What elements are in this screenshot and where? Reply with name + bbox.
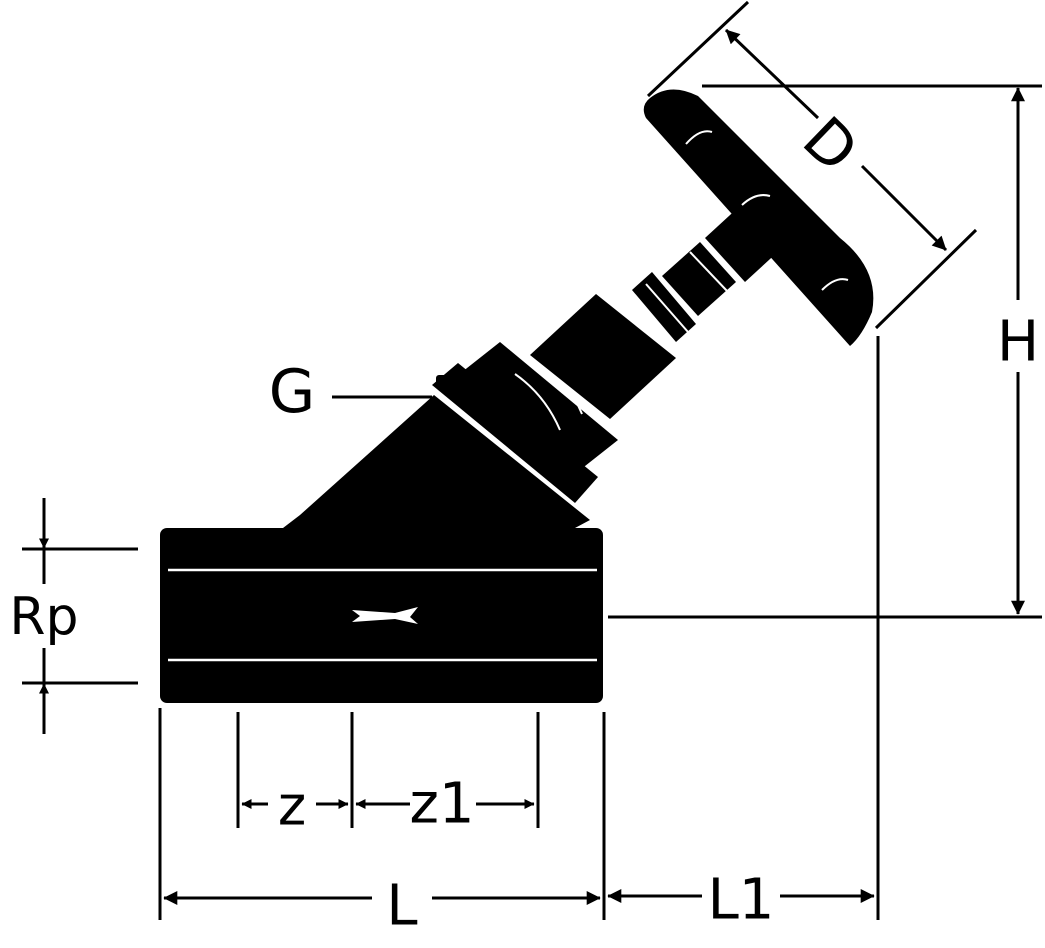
dim-d-extension-upper: [646, 0, 750, 98]
valve-bonnet: [283, 89, 874, 528]
dim-z-label: z: [278, 775, 306, 838]
union-nut: [462, 342, 618, 470]
dim-d-extension-lower: [874, 228, 978, 330]
stem-housing: [530, 294, 676, 419]
bonnet-flange: [432, 363, 598, 503]
dimension-rp: Rp: [9, 498, 138, 734]
stem-collar-edge: [645, 283, 689, 333]
dim-d-arrow-upper: [724, 28, 820, 120]
union-nut-edge: [514, 373, 561, 431]
flow-direction-arrow-icon: [352, 607, 418, 624]
dimension-l1: L1: [607, 868, 875, 933]
flange-bolt: [436, 375, 456, 389]
handwheel-highlight-3: [821, 278, 849, 291]
spindle-edge: [689, 251, 729, 293]
dim-l-label: L: [386, 874, 417, 939]
dimension-l: L: [163, 874, 601, 939]
stem-collar: [632, 272, 696, 342]
rp-label: Rp: [9, 587, 78, 647]
dimension-h: H: [608, 84, 1042, 619]
handwheel-highlight-2: [741, 194, 771, 206]
label-g-callout: G: [269, 357, 432, 427]
handwheel-highlight-1: [685, 130, 713, 145]
handle-hub: [705, 204, 782, 282]
dimension-z: z: [241, 775, 349, 838]
valve-body: [160, 528, 603, 703]
dim-z1-label: z1: [409, 772, 474, 837]
dim-d-label: D: [789, 104, 871, 186]
dim-h-label: H: [997, 310, 1039, 375]
handwheel: [643, 89, 874, 346]
dimension-z1: z1: [355, 772, 535, 837]
dim-d-arrow-lower: [860, 164, 948, 252]
bottom-extension-lines: [158, 336, 880, 920]
valve-neck: [283, 395, 590, 528]
dim-l1-label: L1: [708, 868, 775, 933]
valve-spindle: [662, 242, 736, 316]
g-label: G: [269, 357, 316, 427]
